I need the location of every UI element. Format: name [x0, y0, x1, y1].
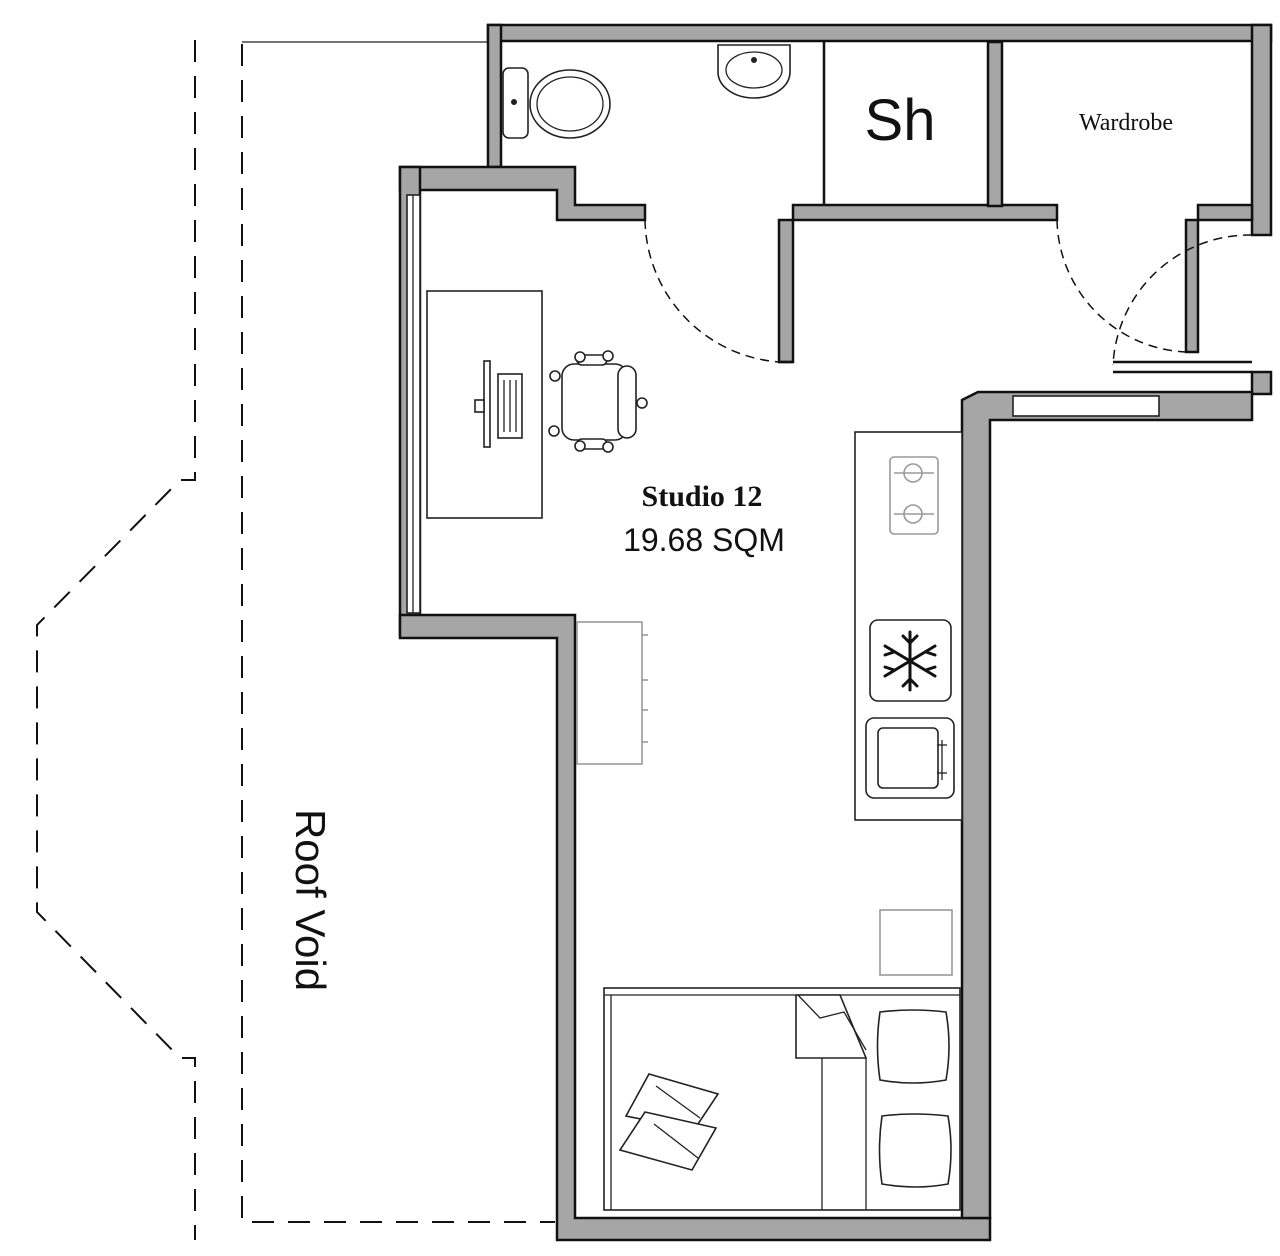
- pillow-icon: [618, 1073, 720, 1171]
- fridge-freezer-icon: [869, 619, 952, 702]
- roof-void-label: Roof Void: [287, 809, 334, 991]
- shower-label: Sh: [865, 88, 936, 153]
- toilet-icon: [502, 67, 611, 139]
- shelf-unit-icon: [576, 621, 648, 765]
- monitor-icon: [474, 360, 491, 448]
- roof-void-boundary: [36, 40, 555, 1240]
- wardrobe-label: Wardrobe: [1079, 110, 1173, 136]
- office-chair-icon: [548, 350, 648, 453]
- basin-icon: [717, 44, 791, 99]
- pillow-icon: [876, 1009, 952, 1188]
- door-swings: [644, 219, 1253, 366]
- side-table-icon: [879, 909, 953, 976]
- hob-icon: [889, 456, 939, 535]
- keyboard-icon: [497, 373, 523, 439]
- room-area: 19.68 SQM: [623, 522, 785, 558]
- walls: [398, 23, 1273, 1242]
- room-name: Studio 12: [642, 480, 763, 513]
- kitchen-sink-icon: [865, 717, 955, 799]
